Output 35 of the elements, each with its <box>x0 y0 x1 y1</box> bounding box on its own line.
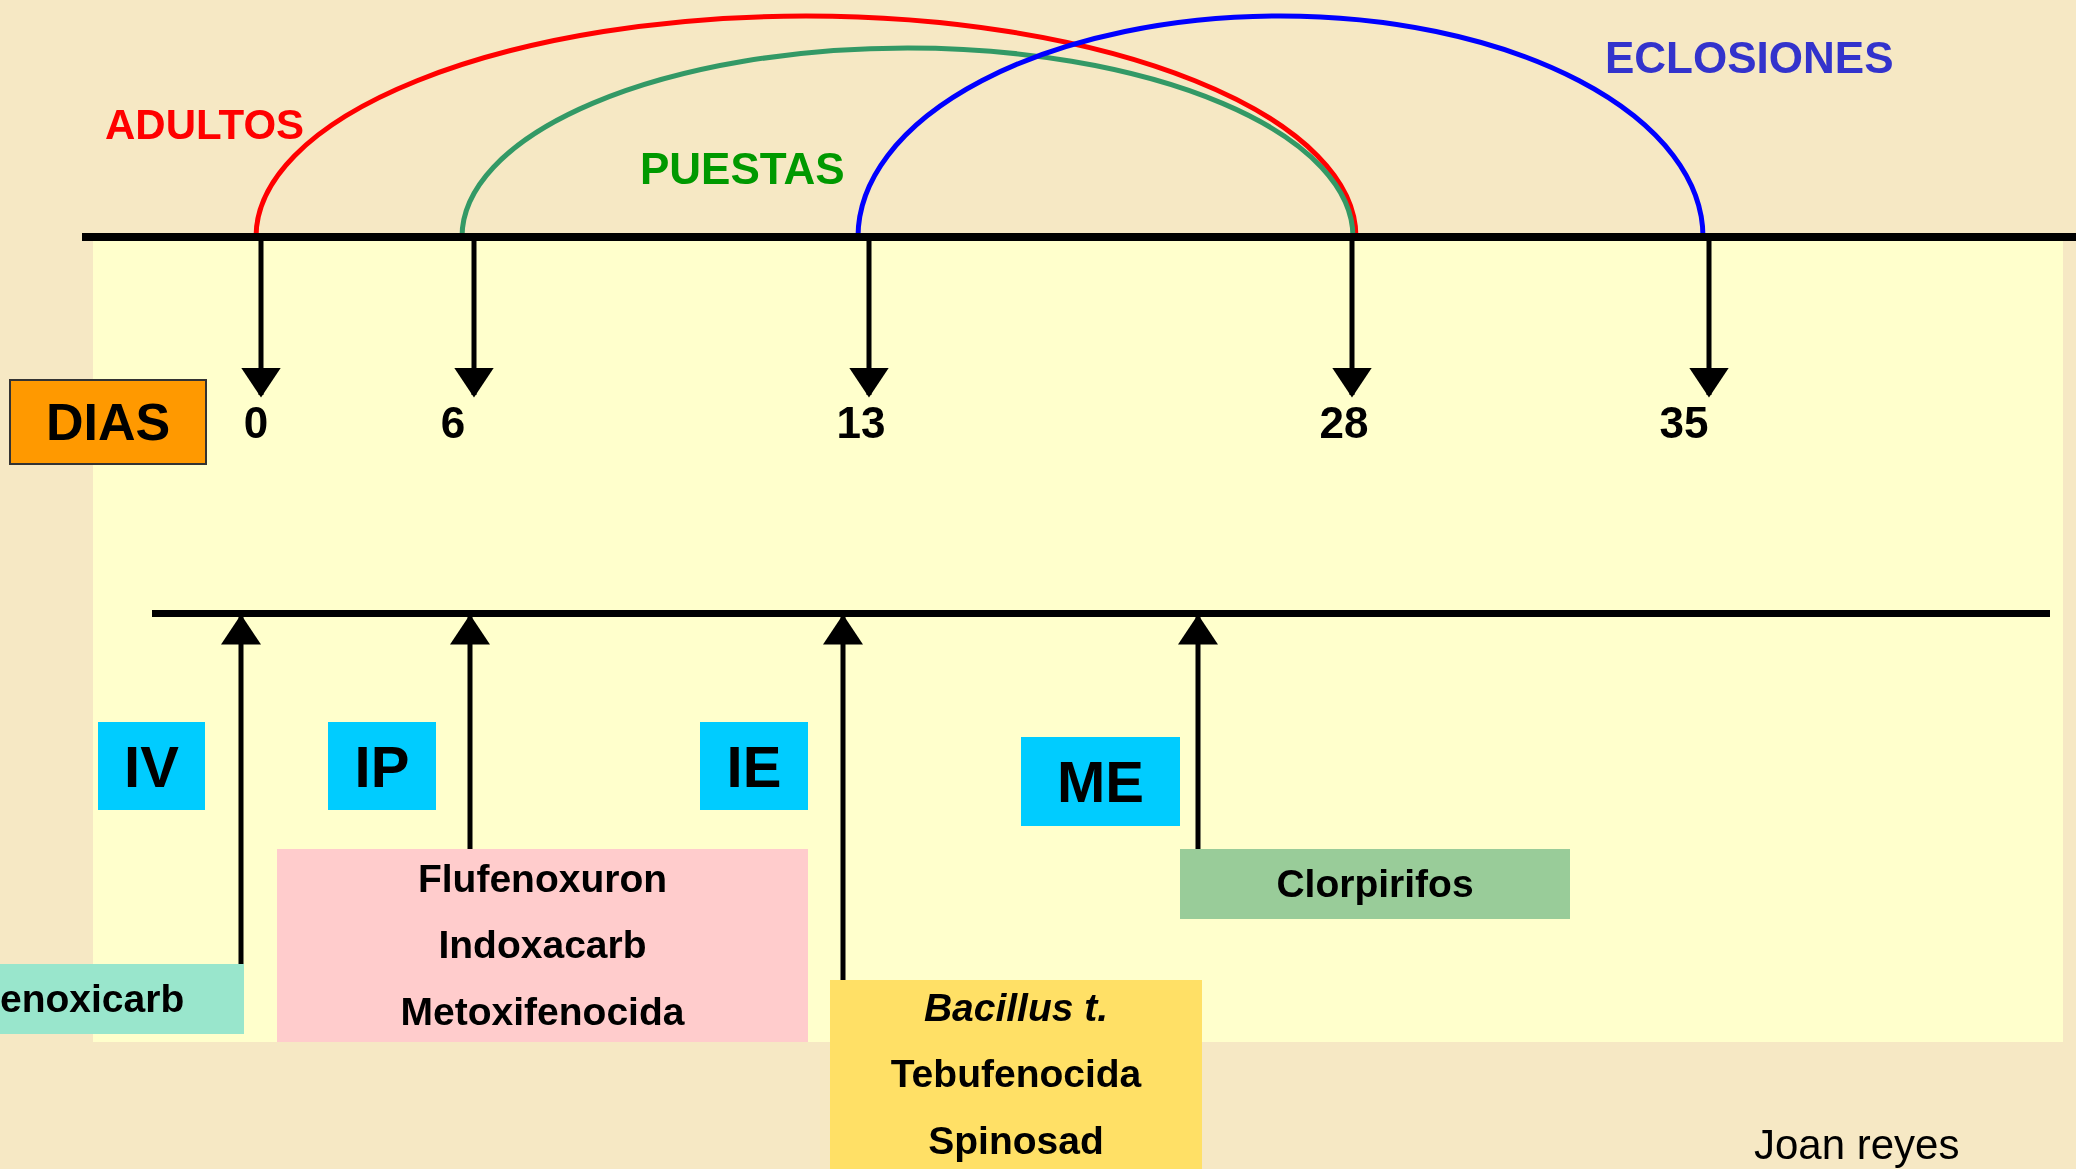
category-box: ME <box>1021 737 1180 826</box>
day-number: 0 <box>226 395 286 451</box>
arrow <box>1178 614 1218 849</box>
product-box: Clorpirifos <box>1180 849 1570 919</box>
arrow <box>454 241 494 398</box>
category-box: IP <box>328 722 436 810</box>
category-box: IE <box>700 722 808 810</box>
arrow <box>849 241 889 398</box>
product-box: enoxicarb <box>0 964 244 1034</box>
series-label: PUESTAS <box>640 147 845 191</box>
product-name: Metoxifenocida <box>400 988 685 1035</box>
product-box <box>830 980 1202 1169</box>
treatment-bar <box>152 610 2050 617</box>
series-label: ADULTOS <box>105 104 305 146</box>
day-number: 28 <box>1303 395 1385 451</box>
arrow <box>823 614 863 980</box>
product-name: Tebufenocida <box>890 1051 1142 1098</box>
author-credit: Joan reyes <box>1754 1124 1960 1166</box>
day-number: 6 <box>423 395 483 451</box>
arrow <box>241 241 281 398</box>
arrow <box>1332 241 1372 398</box>
day-number: 35 <box>1643 395 1725 451</box>
arrow <box>221 614 261 964</box>
product-name: Indoxacarb <box>438 922 647 969</box>
product-box <box>277 849 808 1042</box>
product-name: Flufenoxuron <box>417 856 668 903</box>
timeline-bar <box>82 233 2076 241</box>
series-label: ECLOSIONES <box>1605 36 1894 80</box>
product-name: Bacillus t. <box>923 985 1109 1032</box>
category-box: IV <box>98 722 205 810</box>
day-number: 13 <box>820 395 902 451</box>
axis-label-box: DIAS <box>9 379 207 465</box>
product-name: Spinosad <box>928 1117 1104 1164</box>
arrow <box>1689 241 1729 398</box>
arrow <box>450 614 490 849</box>
